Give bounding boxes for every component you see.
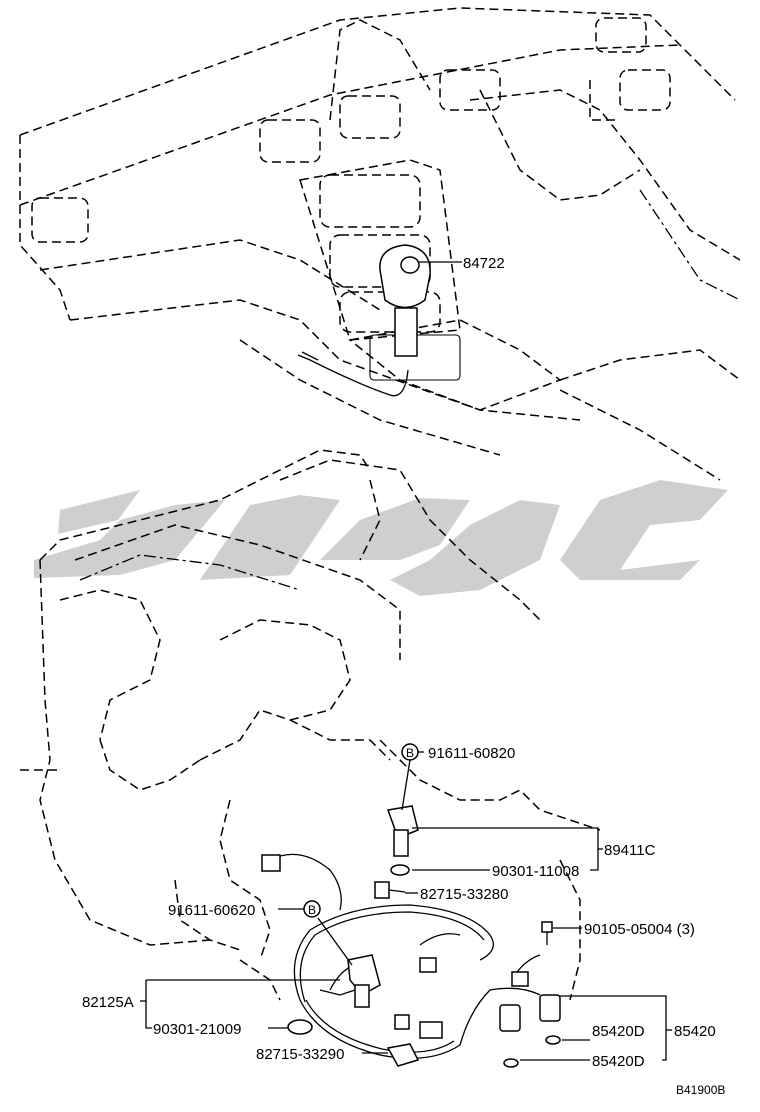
solenoid-85420 xyxy=(499,994,561,1032)
label-90301-21009: 90301-21009 xyxy=(153,1021,241,1038)
svg-text:B: B xyxy=(308,903,316,917)
clamp-82715-33290 xyxy=(386,1043,420,1067)
label-85420D-a: 85420D xyxy=(592,1023,645,1040)
clamp-82715-33280 xyxy=(374,881,406,899)
crank-sensor xyxy=(319,954,381,1008)
o-ring-85420D-a xyxy=(545,1035,561,1045)
o-ring-90301-11008 xyxy=(390,864,410,876)
o-ring-90301-21009 xyxy=(287,1019,313,1035)
engine-outline xyxy=(20,449,601,1001)
label-82715-33280: 82715-33280 xyxy=(420,886,508,903)
label-82715-33290: 82715-33290 xyxy=(256,1046,344,1063)
label-84722: 84722 xyxy=(463,255,505,272)
bolt-90105-05004 xyxy=(541,921,553,945)
bolt-marker-b-1: B xyxy=(401,743,419,761)
label-89411C: 89411C xyxy=(604,842,656,859)
label-90301-11008: 90301-11008 xyxy=(492,863,579,880)
part-labels: 84722 91611-60820 89411C 90301-11008 827… xyxy=(82,255,725,1097)
shift-knob xyxy=(379,244,431,357)
label-85420: 85420 xyxy=(674,1023,716,1040)
figure-reference: B41900B xyxy=(676,1083,725,1097)
label-91611-60620: 91611-60620 xyxy=(168,902,255,919)
svg-text:B: B xyxy=(406,746,414,760)
leader-lines xyxy=(140,261,672,1061)
cam-sensor xyxy=(386,805,419,857)
o-ring-85420D-b xyxy=(503,1058,519,1068)
wire-harness xyxy=(269,853,541,1059)
shift-wire xyxy=(297,354,409,397)
dashboard-outline xyxy=(19,7,741,481)
harness-connector xyxy=(261,854,281,872)
label-90105-05004: 90105-05004 (3) xyxy=(584,921,695,938)
watermark-logo xyxy=(34,480,728,596)
label-82125A: 82125A xyxy=(82,994,134,1011)
label-91611-60820: 91611-60820 xyxy=(428,745,515,762)
bolt-marker-b-2: B xyxy=(303,900,321,918)
label-85420D-b: 85420D xyxy=(592,1053,645,1070)
